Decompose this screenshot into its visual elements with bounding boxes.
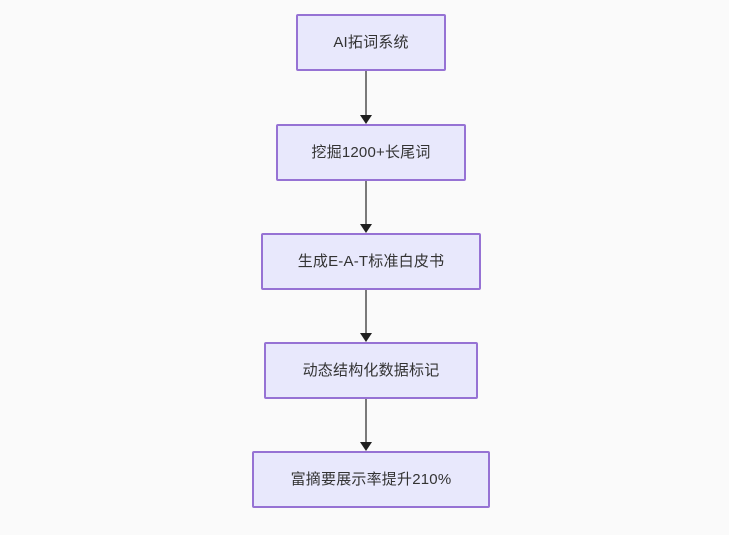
edge-line	[365, 71, 367, 115]
flow-edge-4-to-5	[360, 399, 372, 451]
flow-edge-1-to-2	[360, 71, 372, 124]
flow-node-label: 生成E-A-T标准白皮书	[297, 253, 445, 270]
flow-node-ai-keyword-system[interactable]: AI拓词系统	[296, 14, 446, 71]
flow-node-rich-snippet-impression-lift[interactable]: 富摘要展示率提升210%	[252, 451, 490, 508]
arrow-down-icon	[360, 224, 372, 233]
flow-node-label: AI拓词系统	[333, 34, 409, 51]
flow-edge-3-to-4	[360, 290, 372, 342]
flow-node-label: 动态结构化数据标记	[302, 362, 440, 379]
flow-node-generate-eat-whitepaper[interactable]: 生成E-A-T标准白皮书	[261, 233, 481, 290]
arrow-down-icon	[360, 333, 372, 342]
arrow-down-icon	[360, 442, 372, 451]
flow-node-dynamic-structured-data-markup[interactable]: 动态结构化数据标记	[264, 342, 478, 399]
flow-node-label: 挖掘1200+长尾词	[311, 144, 431, 161]
arrow-down-icon	[360, 115, 372, 124]
edge-line	[365, 181, 367, 224]
flow-node-mine-longtail-keywords[interactable]: 挖掘1200+长尾词	[276, 124, 466, 181]
flow-edge-2-to-3	[360, 181, 372, 233]
flow-node-label: 富摘要展示率提升210%	[290, 471, 452, 488]
edge-line	[365, 399, 367, 442]
edge-line	[365, 290, 367, 333]
